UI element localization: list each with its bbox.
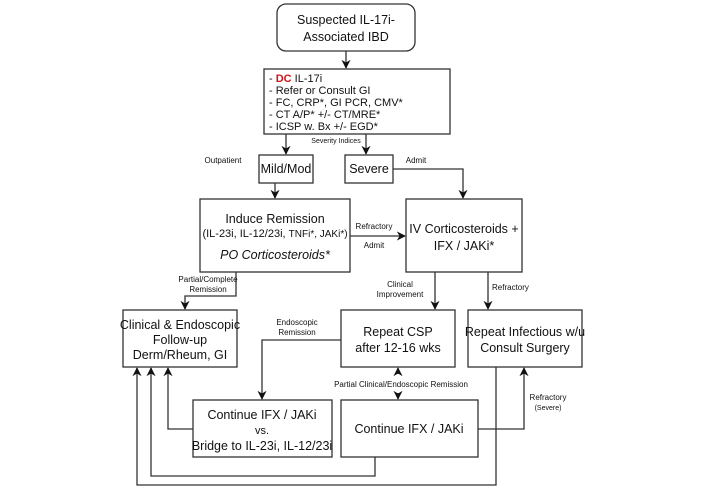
workup-item1-prefix: -: [269, 73, 276, 85]
bridge-line3: Bridge to IL-23i, IL-12/23i: [192, 439, 332, 453]
label-refractory-iv: Refractory: [492, 283, 529, 292]
workup-item2: - Refer or Consult GI: [269, 85, 370, 97]
iv-line1: IV Corticosteroids +: [409, 222, 518, 236]
label-admit-induce: Admit: [364, 241, 385, 250]
edge-severe-to-iv: [393, 168, 468, 199]
dc-highlight: DC: [276, 73, 292, 85]
infectious-line1: Repeat Infectious w/u: [465, 325, 585, 339]
node-bridge: Continue IFX / JAKi vs. Bridge to IL-23i…: [192, 399, 333, 458]
edge-induce-to-followup: [180, 272, 237, 310]
infectious-line2: Consult Surgery: [480, 341, 570, 355]
node-continue: Continue IFX / JAKi: [340, 399, 479, 458]
mild-label: Mild/Mod: [261, 162, 312, 176]
continue-label: Continue IFX / JAKi: [354, 422, 463, 436]
edge-bridge-to-followup: [163, 367, 193, 430]
label-outpatient: Outpatient: [205, 156, 243, 165]
node-infectious: Repeat Infectious w/u Consult Surgery: [465, 309, 585, 368]
label-endoscopic-1: Endoscopic: [276, 318, 317, 327]
label-partial-complete-2: Remission: [189, 285, 226, 294]
node-iv: IV Corticosteroids + IFX / JAKi*: [405, 198, 523, 273]
induce-line1: Induce Remission: [225, 212, 324, 226]
followup-line3: Derm/Rheum, GI: [133, 348, 227, 362]
label-endoscopic-2: Remission: [278, 328, 315, 337]
csp-line2: after 12-16 wks: [355, 341, 440, 355]
start-line2: Associated IBD: [303, 30, 388, 44]
node-start: Suspected IL-17i- Associated IBD: [276, 3, 416, 52]
edge-continue-to-infectious: [478, 367, 529, 430]
iv-line2: IFX / JAKi*: [434, 239, 495, 253]
edge-continue-to-followup: [146, 367, 376, 477]
start-line1: Suspected IL-17i-: [297, 13, 395, 27]
bridge-line2: vs.: [255, 425, 269, 437]
label-partial-complete-1: Partial/Complete: [178, 275, 238, 284]
node-induce: Induce Remission (IL-23i, IL-12/23i, TNF…: [199, 198, 351, 273]
label-clinical-2: Improvement: [377, 290, 424, 299]
node-followup: Clinical & Endoscopic Follow-up Derm/Rhe…: [120, 309, 240, 368]
bridge-line1: Continue IFX / JAKi: [207, 408, 316, 422]
induce-line2: (IL-23i, IL-12/23i, TNFi*, JAKi*): [202, 228, 347, 240]
workup-item1: - DC IL-17i: [269, 73, 322, 85]
node-severe: Severe: [344, 154, 394, 184]
induce-line2a: (IL-23i, IL-12/23i,: [202, 228, 288, 240]
label-admit-severe: Admit: [406, 156, 427, 165]
workup-item1-rest: IL-17i: [292, 73, 323, 85]
label-partial-clinical: Partial Clinical/Endoscopic Remission: [334, 380, 468, 389]
node-workup: - DC IL-17i - Refer or Consult GI - FC, …: [263, 68, 451, 135]
label-refractory-induce: Refractory: [356, 222, 393, 231]
workup-item5: - ICSP w. Bx +/- EGD*: [269, 121, 379, 133]
workup-item3: - FC, CRP*, GI PCR, CMV*: [269, 97, 404, 109]
followup-line1: Clinical & Endoscopic: [120, 318, 240, 332]
csp-line1: Repeat CSP: [363, 325, 432, 339]
label-clinical-1: Clinical: [387, 280, 413, 289]
node-mild: Mild/Mod: [258, 154, 314, 184]
label-refractory-severe-1: Refractory: [530, 393, 567, 402]
workup-item4: - CT A/P* +/- CT/MRE*: [269, 109, 381, 121]
induce-line2b: TNFi*, JAKi*): [289, 229, 348, 240]
label-severity: Severity Indices: [311, 138, 361, 145]
label-refractory-severe-2: (Severe): [535, 405, 562, 412]
severe-label: Severe: [349, 162, 389, 176]
edges: [132, 51, 529, 486]
node-csp: Repeat CSP after 12-16 wks: [340, 309, 456, 368]
edge-infectious-to-followup: [132, 367, 497, 486]
edge-labels: Severity Indices Outpatient Admit Refrac…: [178, 138, 566, 412]
followup-line2: Follow-up: [153, 333, 207, 347]
induce-line3: PO Corticosteroids*: [220, 248, 331, 262]
edge-csp-to-bridge: [257, 339, 341, 400]
